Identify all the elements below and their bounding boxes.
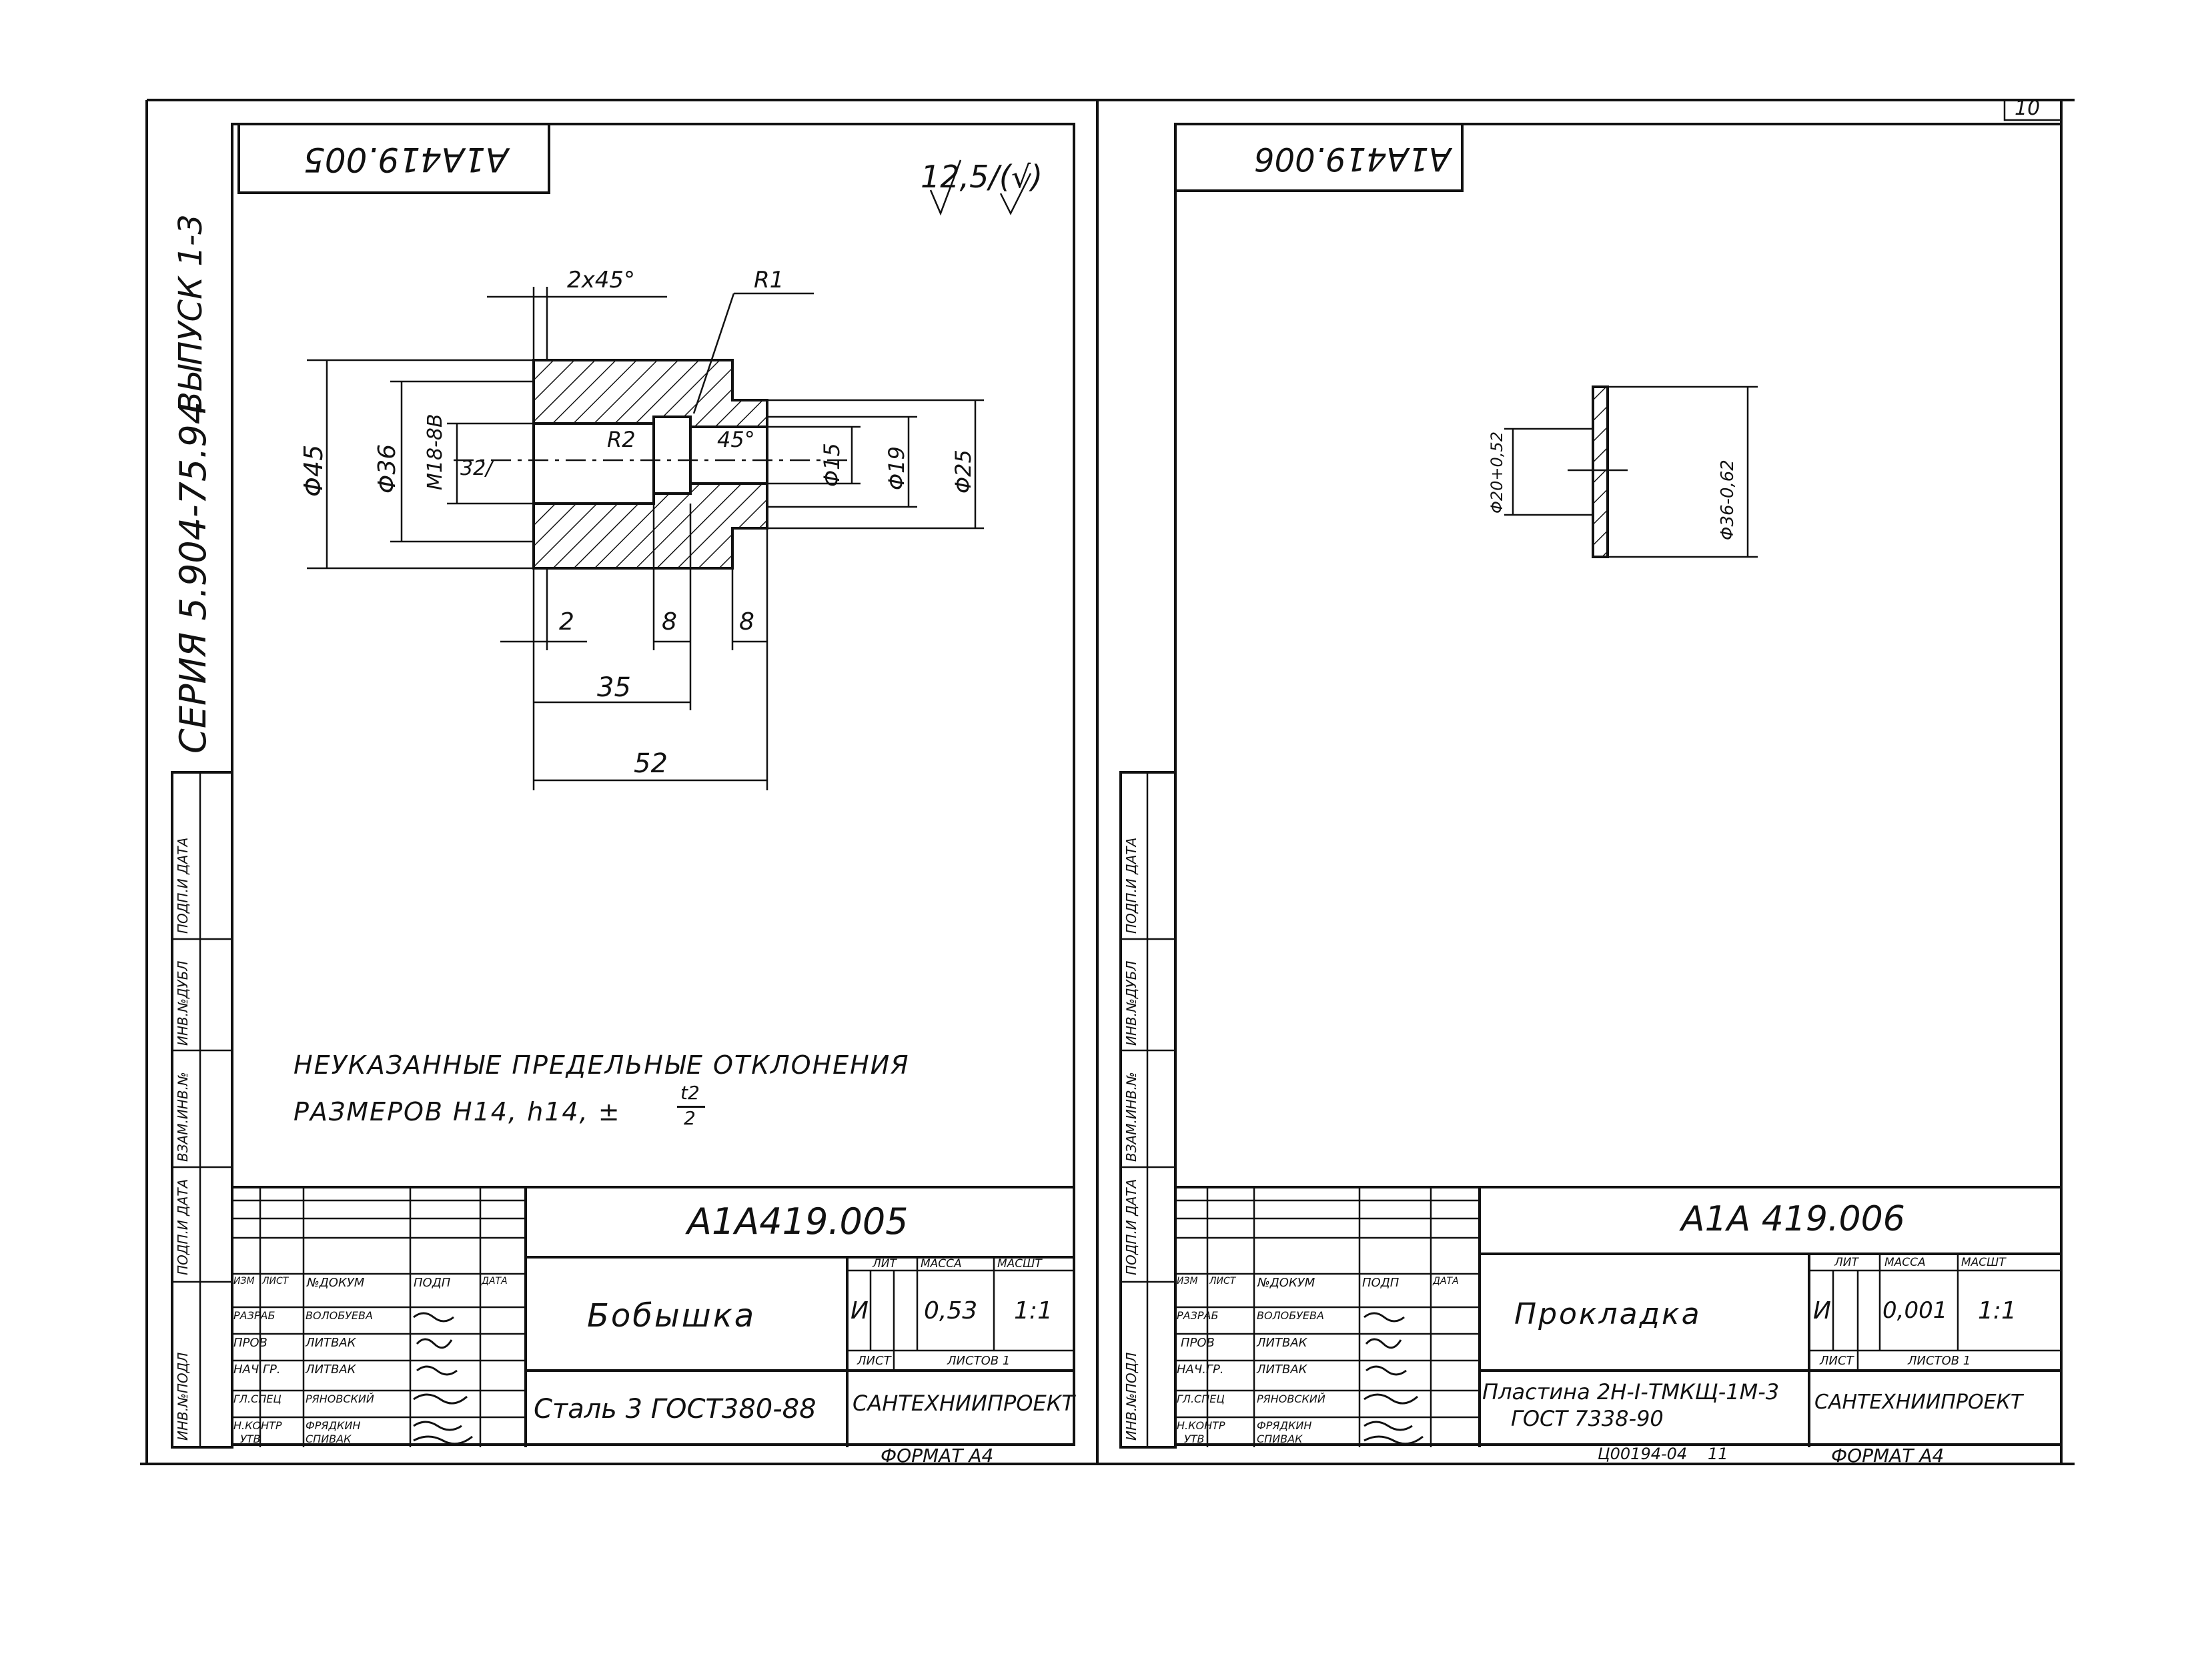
left-row-role: Н.КОНТР (233, 1419, 282, 1432)
left-row-name: СПИВАК (306, 1433, 352, 1445)
right-hdr-podp: ПОДП (1362, 1276, 1400, 1290)
left-material: Сталь 3 ГОСТ380-88 (534, 1394, 816, 1425)
left-format: ФОРМАТ А4 (881, 1445, 994, 1467)
right-material-line1: Пластина 2Н-I-ТМКЩ-1М-3 (1482, 1379, 1780, 1405)
left-sheet-label: ЛИСТ (857, 1354, 891, 1368)
left-row-name: РЯНОВСКИЙ (306, 1393, 374, 1405)
left-row-role: ГЛ.СПЕЦ (233, 1393, 282, 1405)
dim-r1: R1 (754, 267, 784, 293)
right-lit: И (1813, 1297, 1831, 1325)
right-hdr-izm: ИЗМ (1177, 1276, 1198, 1287)
left-lit: И (851, 1297, 869, 1325)
dim-roughness-32: 32/ (460, 457, 493, 480)
right-row-name: СПИВАК (1257, 1433, 1303, 1445)
right-row-name: РЯНОВСКИЙ (1257, 1393, 1325, 1405)
right-hdr-list: ЛИСТ (1209, 1276, 1236, 1287)
left-hdr-podp: ПОДП (414, 1276, 451, 1290)
left-row-name: ФРЯДКИН (306, 1419, 361, 1432)
left-hdr-data: ДАТА (482, 1276, 508, 1287)
dim-52: 52 (634, 748, 668, 779)
right-org: САНТЕХНИИПРОЕКТ (1814, 1391, 2023, 1414)
left-title-block (232, 1186, 1074, 1447)
left-scale: 1:1 (1014, 1297, 1053, 1325)
dim-8a: 8 (662, 608, 677, 636)
left-mass-header: МАССА (921, 1257, 962, 1271)
dim-2: 2 (559, 608, 574, 636)
bobyshka-section (307, 159, 1032, 790)
right-row-role: ГЛ.СПЕЦ (1177, 1393, 1225, 1405)
gasket-section (1504, 385, 1758, 558)
dim-35: 35 (597, 672, 631, 703)
right-hdr-doc: №ДОКУМ (1257, 1276, 1315, 1290)
right-footer-code: Ц00194-04 (1598, 1445, 1688, 1463)
right-material-line2: ГОСТ 7338-90 (1511, 1406, 1664, 1431)
left-sheets-label: ЛИСТОВ 1 (947, 1354, 1011, 1368)
left-row-role: УТВ (240, 1433, 261, 1445)
right-scale-header: МАСШТ (1961, 1256, 2006, 1269)
left-sheet-frame (171, 123, 1075, 1449)
tolerance-fraction-bottom: 2 (684, 1107, 696, 1129)
right-row-role: ПРОВ (1181, 1336, 1215, 1350)
left-org: САНТЕХНИИПРОЕКТ (853, 1391, 1075, 1416)
tolerance-note-line2: РАЗМЕРОВ H14, h14, ± (294, 1097, 621, 1126)
tolerance-fraction-bar (677, 1106, 705, 1108)
left-hdr-doc: №ДОКУМ (307, 1276, 365, 1290)
right-mass-header: МАССА (1884, 1256, 1926, 1269)
right-doc-code: А1А 419.006 (1681, 1199, 1905, 1239)
right-sheets-label: ЛИСТОВ 1 (1908, 1354, 1971, 1368)
right-mass: 0,001 (1882, 1297, 1948, 1324)
tolerance-note-line1: НЕУКАЗАННЫЕ ПРЕДЕЛЬНЫЕ ОТКЛОНЕНИЯ (294, 1050, 910, 1080)
left-row-role: ПРОВ (233, 1336, 267, 1350)
left-row-name: ЛИТВАК (306, 1336, 356, 1350)
right-hdr-data: ДАТА (1433, 1276, 1459, 1287)
dim-r2: R2 (607, 427, 636, 452)
right-row-name: ФРЯДКИН (1257, 1419, 1312, 1432)
dim-angle-45: 45° (717, 427, 755, 452)
right-row-name: ЛИТВАК (1257, 1363, 1307, 1377)
right-row-role: УТВ (1184, 1433, 1205, 1445)
right-row-role: Н.КОНТР (1177, 1419, 1225, 1432)
left-hdr-izm: ИЗМ (233, 1276, 255, 1287)
right-title-block (1175, 1186, 2061, 1447)
left-mass: 0,53 (924, 1297, 978, 1325)
dim-chamfer: 2x45° (567, 267, 636, 293)
left-part-name: Бобышка (587, 1297, 756, 1335)
dim-8b: 8 (739, 608, 754, 636)
right-footer-sheet: 11 (1708, 1445, 1728, 1463)
left-lit-header: ЛИТ (873, 1257, 897, 1271)
right-row-role: РАЗРАБ (1177, 1309, 1219, 1322)
right-row-name: ВОЛОБУЕВА (1257, 1309, 1324, 1322)
right-sheet-label: ЛИСТ (1820, 1354, 1854, 1368)
left-doc-code: А1А419.005 (687, 1200, 909, 1242)
left-row-role: НАЧ.ГР. (233, 1363, 281, 1377)
left-hdr-list: ЛИСТ (262, 1276, 289, 1287)
left-row-role: РАЗРАБ (233, 1309, 275, 1322)
right-format: ФОРМАТ А4 (1831, 1445, 1945, 1467)
page-number: 10 (2015, 97, 2041, 120)
right-row-role: НАЧ.ГР. (1177, 1363, 1224, 1377)
left-row-name: ЛИТВАК (306, 1363, 356, 1377)
tolerance-fraction-top: t2 (680, 1082, 700, 1104)
left-scale-header: МАСШТ (997, 1257, 1042, 1271)
right-lit-header: ЛИТ (1834, 1256, 1858, 1269)
right-row-name: ЛИТВАК (1257, 1336, 1307, 1350)
right-sheet-frame (1119, 123, 2063, 1449)
right-scale: 1:1 (1978, 1297, 2017, 1325)
right-part-name: Прокладка (1514, 1297, 1702, 1331)
roughness-note: 12,5/(√) (921, 159, 1043, 195)
left-row-name: ВОЛОБУЕВА (306, 1309, 373, 1322)
